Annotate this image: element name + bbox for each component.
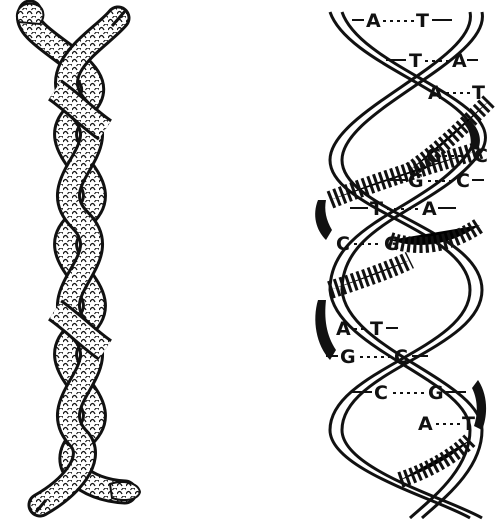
snake-head-right bbox=[110, 482, 140, 500]
snake-helix bbox=[17, 4, 140, 512]
snake-head-top bbox=[17, 4, 43, 24]
base-pair-2: T A bbox=[386, 50, 478, 72]
base-left: A bbox=[428, 82, 443, 104]
base-right: T bbox=[370, 318, 383, 340]
base-right: T bbox=[416, 10, 429, 32]
base-pair-8: A T bbox=[336, 318, 398, 340]
base-left: C bbox=[336, 233, 350, 255]
base-right: A bbox=[422, 198, 437, 220]
dna-helix: A T T A A T G C G C bbox=[315, 10, 490, 518]
base-right: A bbox=[452, 50, 467, 72]
base-left: T bbox=[409, 50, 422, 72]
base-right: C bbox=[394, 346, 408, 368]
base-left: G bbox=[340, 346, 356, 368]
base-left: T bbox=[370, 198, 383, 220]
base-right: G bbox=[384, 233, 400, 255]
base-right: G bbox=[428, 382, 444, 404]
base-left: A bbox=[366, 10, 381, 32]
base-left: C bbox=[374, 382, 388, 404]
base-right: T bbox=[462, 413, 475, 435]
snake-b bbox=[40, 18, 118, 505]
base-right: C bbox=[474, 145, 488, 167]
dna-shadow-1 bbox=[315, 200, 332, 240]
dna-shadow-2 bbox=[315, 300, 336, 360]
base-pair-11: A T bbox=[418, 413, 475, 435]
base-right: C bbox=[456, 170, 470, 192]
base-left: A bbox=[418, 413, 433, 435]
base-left: A bbox=[336, 318, 351, 340]
base-pair-1: A T bbox=[352, 10, 452, 32]
base-right: T bbox=[472, 82, 485, 104]
base-left: G bbox=[426, 145, 442, 167]
base-left: G bbox=[408, 170, 424, 192]
